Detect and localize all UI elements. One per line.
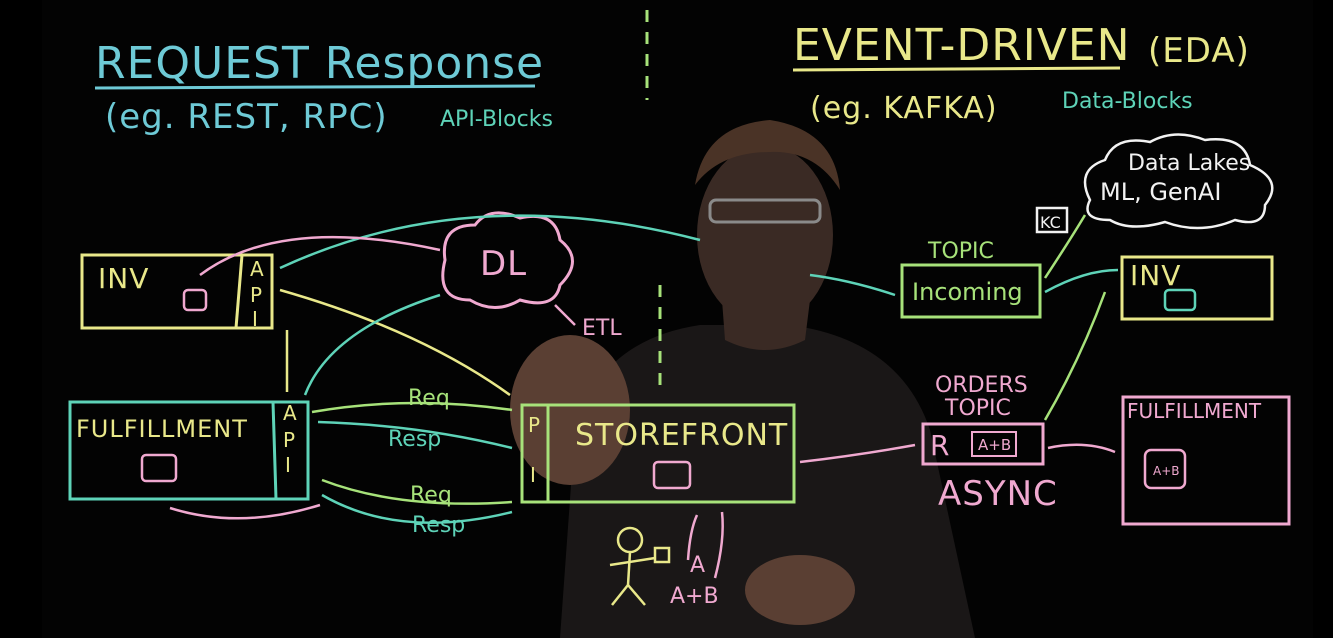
- storefront-box: [520, 403, 796, 504]
- resp-label-1: Resp: [388, 427, 441, 452]
- incoming-to-kc-arrow: [1043, 214, 1087, 279]
- user-arrow-ab: [713, 511, 724, 579]
- fulfillment-db-icon: [140, 453, 178, 483]
- right-fulfillment-label: FULFILLMENT: [1127, 399, 1262, 423]
- storefront-to-incoming-arrow: [809, 273, 896, 297]
- user-label-a: A: [690, 553, 705, 578]
- incoming-to-inv-arrow: [1044, 268, 1119, 294]
- ab-label: A+B: [978, 436, 1011, 454]
- storefront-to-orders-arrow: [799, 443, 916, 464]
- right-blocks: Data-Blocks: [1062, 89, 1193, 114]
- right-title: EVENT-DRIVEN: [793, 20, 1131, 71]
- right-db-label: A+B: [1153, 464, 1180, 478]
- inv-db-icon: [182, 288, 208, 312]
- right-inv-db-icon: [1163, 288, 1197, 312]
- inv-api-i: I: [252, 307, 258, 331]
- right-fulfillment-box: [1121, 395, 1291, 526]
- fulfillment-label: FULFILLMENT: [76, 415, 248, 443]
- req-label-2: Req: [410, 483, 452, 508]
- presenter: [510, 120, 975, 638]
- dl-label: DL: [480, 244, 527, 284]
- left-blocks: API-Blocks: [440, 107, 553, 132]
- right-fulfillment-db-icon: [1143, 448, 1187, 490]
- inv-api-a: A: [250, 257, 264, 281]
- req-arrow-1: [311, 401, 513, 414]
- resp-arrow-1: [317, 420, 513, 450]
- r-label: R: [930, 429, 950, 462]
- resp-arrow-2: [321, 493, 513, 524]
- storefront-api-i: I: [530, 463, 536, 487]
- left-title-underline: [94, 84, 536, 90]
- storefront-to-inv-arrow: [279, 214, 701, 270]
- right-acronym: (EDA): [1148, 31, 1250, 71]
- user-stick-figure: [609, 526, 671, 606]
- incoming-topic-box: [900, 263, 1042, 319]
- req-arrow-2: [321, 478, 513, 505]
- orders-to-inv-arrow: [1043, 291, 1107, 421]
- inv-box: [80, 253, 274, 330]
- left-title: REQUEST Response: [95, 38, 544, 89]
- right-examples: (eg. KAFKA): [810, 91, 998, 126]
- cloud-line2: ML, GenAI: [1100, 178, 1221, 206]
- fulfillment-api-divider: [271, 401, 278, 500]
- storefront-api-to-inv: [279, 288, 511, 397]
- data-lakes-cloud: [1083, 133, 1274, 230]
- orders-topic-box: [921, 422, 1045, 466]
- orders-topic-label: TOPIC: [944, 396, 1011, 421]
- fulfillment-api-i: I: [285, 453, 291, 477]
- inv-label: INV: [98, 262, 149, 295]
- storefront-db-icon: [652, 460, 692, 490]
- etl-arrow: [554, 304, 576, 326]
- ab-box: [971, 431, 1017, 457]
- orders-label: ORDERS: [935, 373, 1028, 398]
- orders-to-fulfillment-arrow: [1047, 443, 1116, 454]
- storefront-api-p: P: [528, 413, 540, 437]
- right-inv-box: [1120, 255, 1274, 321]
- kc-label: KC: [1040, 213, 1061, 232]
- right-border: [1313, 0, 1333, 638]
- fulfillment-box: [68, 400, 310, 501]
- resp-label-2: Resp: [412, 513, 465, 538]
- inv-to-dl-arrow: [199, 235, 441, 277]
- topic-label: TOPIC: [927, 239, 994, 264]
- user-arrow-a: [686, 514, 699, 561]
- right-title-underline: [792, 66, 1121, 72]
- storefront-label: STOREFRONT: [575, 418, 788, 453]
- fulfillment-to-dl-arrow: [303, 293, 441, 396]
- cloud-line1: Data Lakes: [1128, 151, 1250, 176]
- right-inv-label: INV: [1130, 259, 1181, 292]
- incoming-label: Incoming: [912, 278, 1023, 306]
- user-label-ab: A+B: [670, 584, 719, 609]
- left-border: [0, 0, 42, 638]
- req-label-1: Req: [408, 386, 450, 411]
- dl-cloud: [441, 211, 574, 309]
- etl-label: ETL: [582, 316, 622, 341]
- fulfillment-api-a: A: [283, 401, 297, 425]
- inv-api-p: P: [250, 283, 262, 307]
- fulfillment-bottom-link: [169, 503, 321, 520]
- fulfillment-api-p: P: [283, 428, 295, 452]
- left-examples: (eg. REST, RPC): [105, 97, 388, 137]
- kc-box: [1035, 206, 1069, 234]
- inv-api-divider: [234, 254, 244, 329]
- async-label: ASYNC: [938, 474, 1058, 514]
